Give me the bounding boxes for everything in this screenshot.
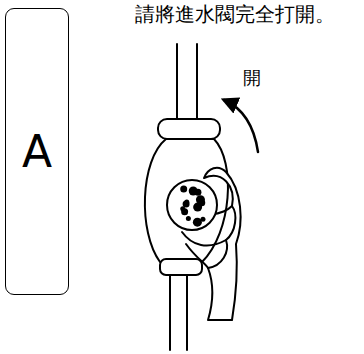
pipe-line (176, 44, 178, 122)
pipe-collar (160, 259, 202, 275)
knob-spot (180, 186, 187, 193)
pipe-line (169, 275, 171, 350)
knob-spot (194, 189, 201, 196)
pipe-line (186, 275, 188, 350)
finger (182, 232, 226, 246)
turn-arrow (224, 100, 258, 152)
knob-spot (180, 206, 185, 211)
step-letter: A (22, 130, 52, 174)
direction-label: 開 (243, 68, 261, 89)
knob-spot (184, 199, 189, 204)
knob-texture (180, 186, 205, 227)
finger (186, 244, 208, 268)
knob-spot (193, 218, 202, 227)
step-box: A (5, 8, 69, 295)
knob-spot (183, 200, 190, 207)
valve-knob (167, 180, 217, 230)
knob-spot (198, 199, 205, 206)
pipe-collar (158, 119, 220, 139)
pipe-line (196, 44, 198, 122)
instruction-text: 請將進水閥完全打開。 (135, 3, 335, 26)
knob-spot (186, 216, 191, 221)
